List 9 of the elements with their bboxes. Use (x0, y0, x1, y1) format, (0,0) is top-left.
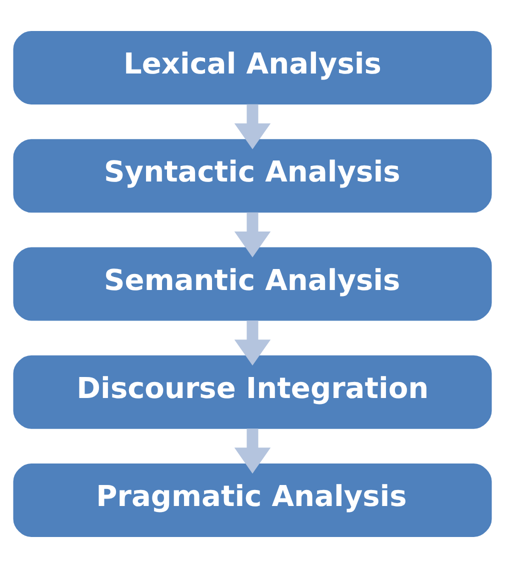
node-box: Discourse Integration (13, 354, 492, 428)
node-box: Syntactic Analysis (13, 138, 492, 212)
node-box: Lexical Analysis (13, 30, 492, 104)
arrow (234, 320, 271, 365)
node-box: Semantic Analysis (13, 246, 492, 320)
node-box: Pragmatic Analysis (13, 462, 492, 536)
arrow (234, 428, 271, 474)
arrow (234, 212, 271, 257)
arrow (234, 104, 271, 149)
